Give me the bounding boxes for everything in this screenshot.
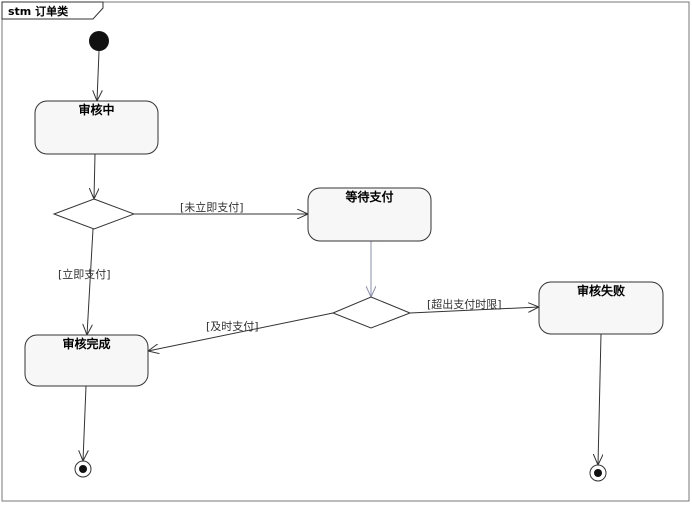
state-review-failed: 审核失败 xyxy=(538,281,664,335)
state-waiting-payment: 等待支付 xyxy=(307,187,432,242)
guard-paid-in-time: [及时支付] xyxy=(206,320,259,333)
transition-decision-to-failed xyxy=(409,307,539,314)
decision-node-payment-choice xyxy=(52,198,136,230)
transition-failed-to-final xyxy=(598,333,601,465)
transition-initial-to-reviewing xyxy=(97,50,99,101)
final-node-right xyxy=(589,464,607,482)
state-review-failed-label: 审核失败 xyxy=(577,283,625,298)
transition-complete-to-final xyxy=(83,385,86,461)
transition-reviewing-to-decision xyxy=(94,153,95,199)
initial-node xyxy=(89,31,109,51)
guard-paid-immediately: [立即支付] xyxy=(58,267,111,281)
transition-decision-to-complete-paid xyxy=(148,312,334,351)
guard-not-paid-immediately: [未立即支付] xyxy=(180,200,244,214)
transition-decision-to-complete xyxy=(87,228,94,335)
decision-node-payment-deadline xyxy=(331,296,412,329)
state-review-complete-label: 审核完成 xyxy=(62,336,110,351)
state-waiting-payment-label: 等待支付 xyxy=(344,189,393,204)
frame-label: stm 订单类 xyxy=(8,4,69,18)
frame-label-tab: stm 订单类 xyxy=(1,1,104,20)
final-node-left xyxy=(74,460,92,478)
state-reviewing: 审核中 xyxy=(34,100,159,155)
state-review-complete: 审核完成 xyxy=(24,334,149,387)
state-reviewing-label: 审核中 xyxy=(78,102,114,117)
guard-payment-timeout: [超出支付时限] xyxy=(427,297,502,311)
